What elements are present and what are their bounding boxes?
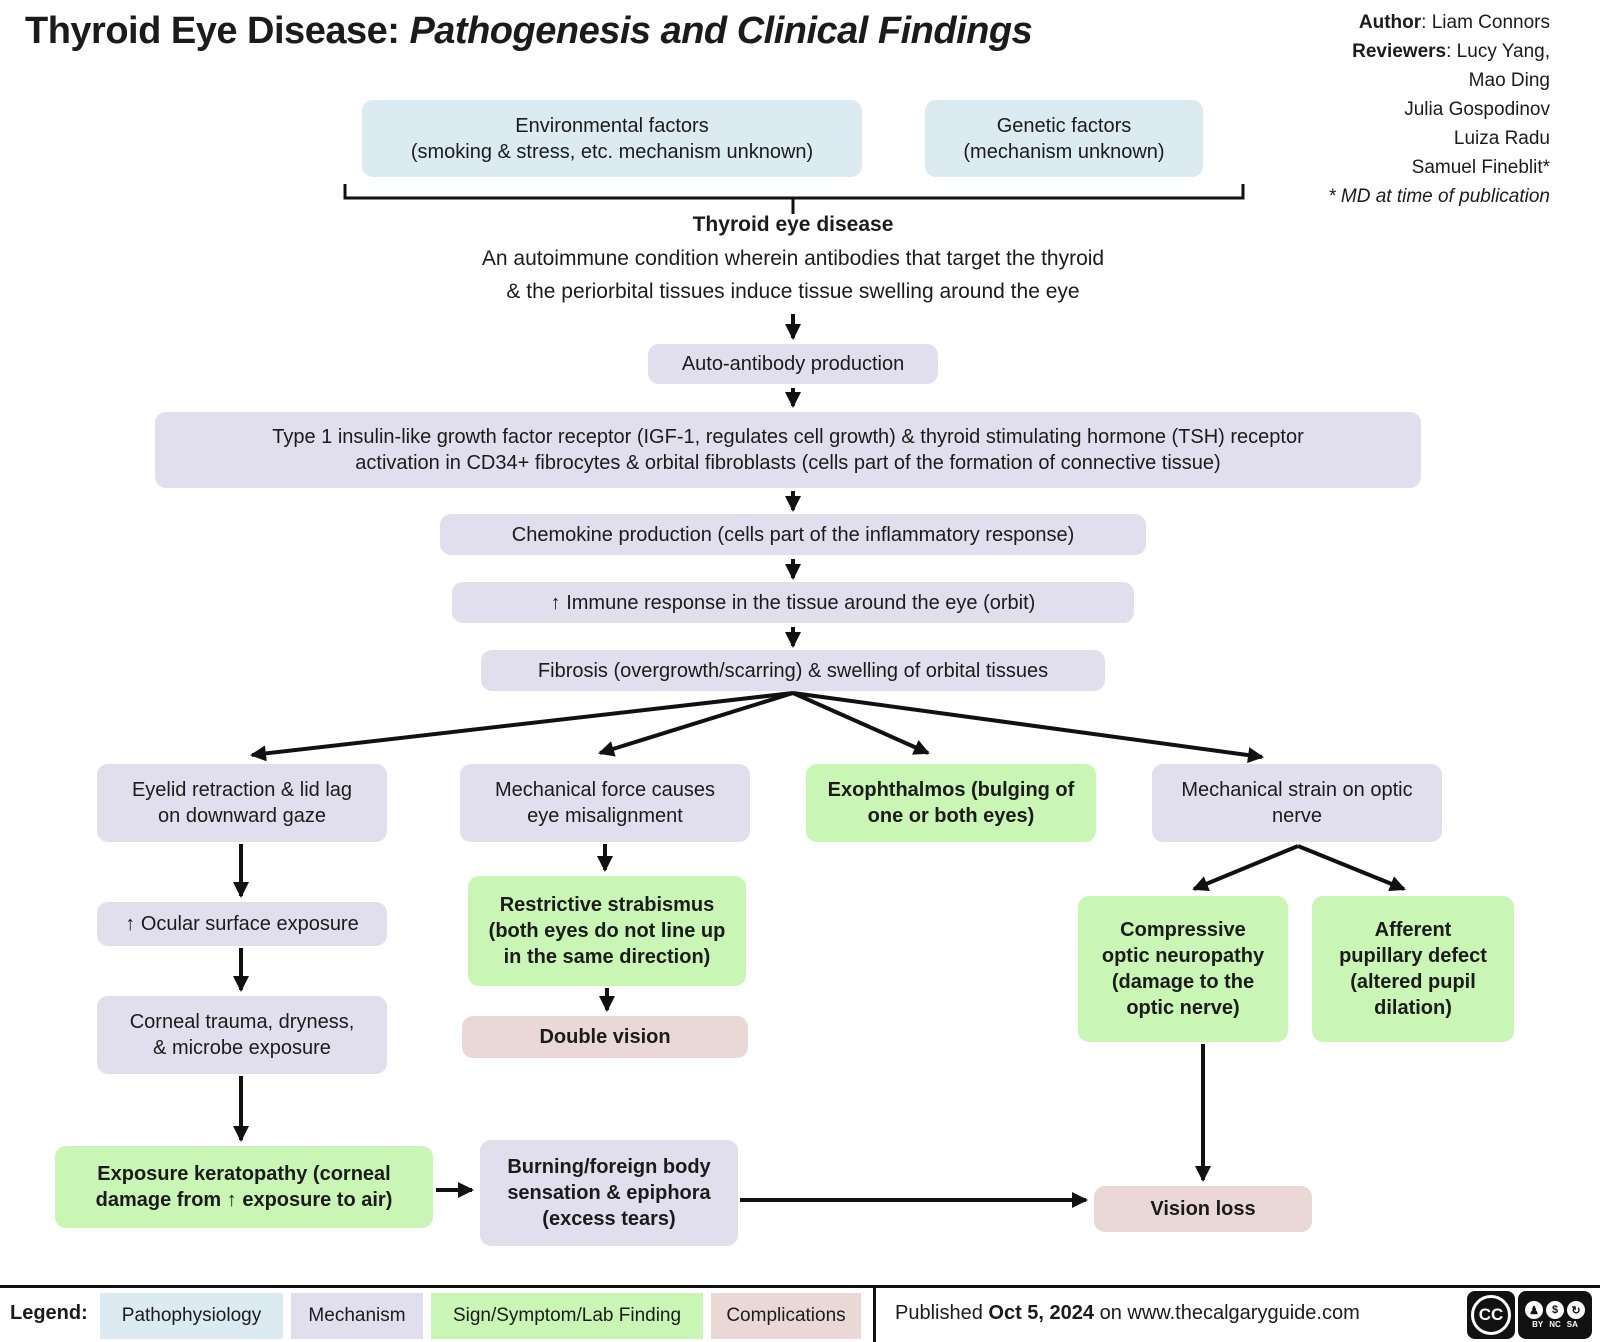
node-autoantibody-production: Auto-antibody production: [648, 344, 938, 384]
node-igf-tsh-receptor-activation: Type 1 insulin-like growth factor recept…: [155, 412, 1421, 488]
node-burning-epiphora: Burning/foreign body sensation & epiphor…: [480, 1140, 738, 1246]
cc-nc-no-dollar-icon: $: [1546, 1301, 1564, 1319]
reviewer-name: Mao Ding: [1468, 70, 1550, 91]
reviewer-name: Samuel Fineblit*: [1411, 157, 1550, 178]
disease-description: An autoimmune condition wherein antibodi…: [481, 247, 1105, 303]
cc-terms-block: ♟ $ ↻ BY NC SA: [1518, 1291, 1592, 1339]
credits-block: Author: Liam Connors Reviewers: Lucy Yan…: [1328, 8, 1550, 211]
node-vision-loss: Vision loss: [1094, 1186, 1312, 1232]
node-corneal-trauma: Corneal trauma, dryness, & microbe expos…: [97, 996, 387, 1074]
reviewers-line: Reviewers: Lucy Yang,: [1352, 41, 1550, 62]
node-afferent-pupillary-defect: Afferent pupillary defect (altered pupil…: [1312, 896, 1514, 1042]
disease-heading: Thyroid eye disease: [692, 213, 894, 236]
cc-by-person-icon: ♟: [1525, 1301, 1543, 1319]
node-fibrosis-swelling: Fibrosis (overgrowth/scarring) & swellin…: [481, 650, 1105, 691]
author-line: Author: Liam Connors: [1358, 12, 1550, 33]
grouping-brace: [343, 184, 1245, 214]
node-exposure-keratopathy: Exposure keratopathy (corneal damage fro…: [55, 1146, 433, 1228]
node-eyelid-retraction: Eyelid retraction & lid lag on downward …: [97, 764, 387, 842]
cc-terms-labels: BY NC SA: [1532, 1320, 1578, 1329]
cc-logo-icon: CC: [1467, 1291, 1515, 1339]
node-restrictive-strabismus: Restrictive strabismus (both eyes do not…: [468, 876, 746, 986]
cc-sa-share-alike-icon: ↻: [1567, 1301, 1585, 1319]
footer-divider: [873, 1288, 876, 1342]
legend-item-sign-symptom: Sign/Symptom/Lab Finding: [431, 1293, 703, 1339]
legend-item-complications: Complications: [711, 1293, 861, 1339]
cc-terms-icons: ♟ $ ↻: [1525, 1301, 1585, 1319]
node-exophthalmos: Exophthalmos (bulging of one or both eye…: [806, 764, 1096, 842]
node-immune-response-orbit: ↑ Immune response in the tissue around t…: [452, 582, 1134, 623]
node-mechanical-strain-optic-nerve: Mechanical strain on optic nerve: [1152, 764, 1442, 842]
node-genetic-factors: Genetic factors (mechanism unknown): [925, 100, 1203, 177]
reviewer-name: Luiza Radu: [1453, 128, 1550, 149]
legend-item-pathophysiology: Pathophysiology: [100, 1293, 283, 1339]
md-footnote: * MD at time of publication: [1328, 186, 1550, 207]
node-mechanical-force-misalignment: Mechanical force causes eye misalignment: [460, 764, 750, 842]
page-title-sub: Pathogenesis and Clinical Findings: [399, 10, 1033, 52]
cc-license-badge: CC ♟ $ ↻ BY NC SA: [1467, 1291, 1592, 1339]
node-environmental-factors: Environmental factors (smoking & stress,…: [362, 100, 862, 177]
legend-item-mechanism: Mechanism: [291, 1293, 423, 1339]
node-chemokine-production: Chemokine production (cells part of the …: [440, 514, 1146, 555]
legend-label: Legend:: [10, 1302, 88, 1324]
footer-bar: Legend: Pathophysiology Mechanism Sign/S…: [0, 1285, 1600, 1342]
reviewer-name: Julia Gospodinov: [1404, 99, 1550, 120]
page-title: Thyroid Eye Disease: Pathogenesis and Cl…: [25, 10, 1033, 53]
node-compressive-optic-neuropathy: Compressive optic neuropathy (damage to …: [1078, 896, 1288, 1042]
node-ocular-surface-exposure: ↑ Ocular surface exposure: [97, 902, 387, 946]
published-line: Published Oct 5, 2024 on www.thecalgaryg…: [895, 1302, 1360, 1324]
node-double-vision: Double vision: [462, 1016, 748, 1058]
page-title-main: Thyroid Eye Disease:: [25, 10, 400, 52]
